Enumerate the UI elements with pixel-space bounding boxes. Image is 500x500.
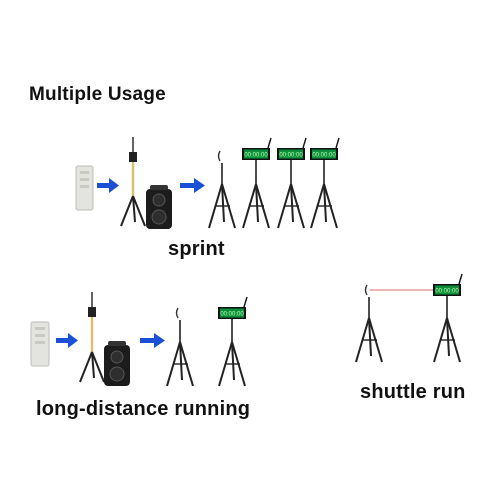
long-distance-label: long-distance running xyxy=(36,398,251,420)
tripod-antenna-icon xyxy=(120,137,146,227)
speaker-case-icon xyxy=(146,185,172,229)
remote-control-icon xyxy=(30,321,50,367)
svg-text:00:00:00: 00:00:00 xyxy=(220,312,244,318)
sensor-tripod-icon xyxy=(355,284,383,363)
arrow-right-icon xyxy=(140,333,165,348)
svg-text:00:00:00: 00:00:00 xyxy=(279,153,303,159)
page-title: Multiple Usage xyxy=(29,84,166,105)
arrow-right-icon xyxy=(180,178,205,193)
timer-display-tripod-icon: 00:00:00 xyxy=(309,137,340,229)
timer-display-tripod-icon: 00:00:00 xyxy=(276,137,307,229)
sensor-tripod-icon xyxy=(166,307,194,387)
remote-control-icon xyxy=(75,165,94,211)
timer-display-tripod-icon: 00:00:00 xyxy=(432,273,463,363)
speaker-case-icon xyxy=(104,341,130,386)
shuttle-run-label: shuttle run xyxy=(360,381,466,403)
svg-text:00:00:00: 00:00:00 xyxy=(244,153,268,159)
sprint-label: sprint xyxy=(168,238,225,260)
arrow-right-icon xyxy=(97,178,119,193)
svg-text:00:00:00: 00:00:00 xyxy=(312,153,336,159)
arrow-right-icon xyxy=(56,333,78,348)
tripod-antenna-icon xyxy=(79,292,105,383)
svg-text:00:00:00: 00:00:00 xyxy=(435,289,459,295)
sensor-tripod-icon xyxy=(208,150,236,229)
timer-display-tripod-icon: 00:00:00 xyxy=(217,296,248,387)
timer-display-tripod-icon: 00:00:00 xyxy=(241,137,272,229)
